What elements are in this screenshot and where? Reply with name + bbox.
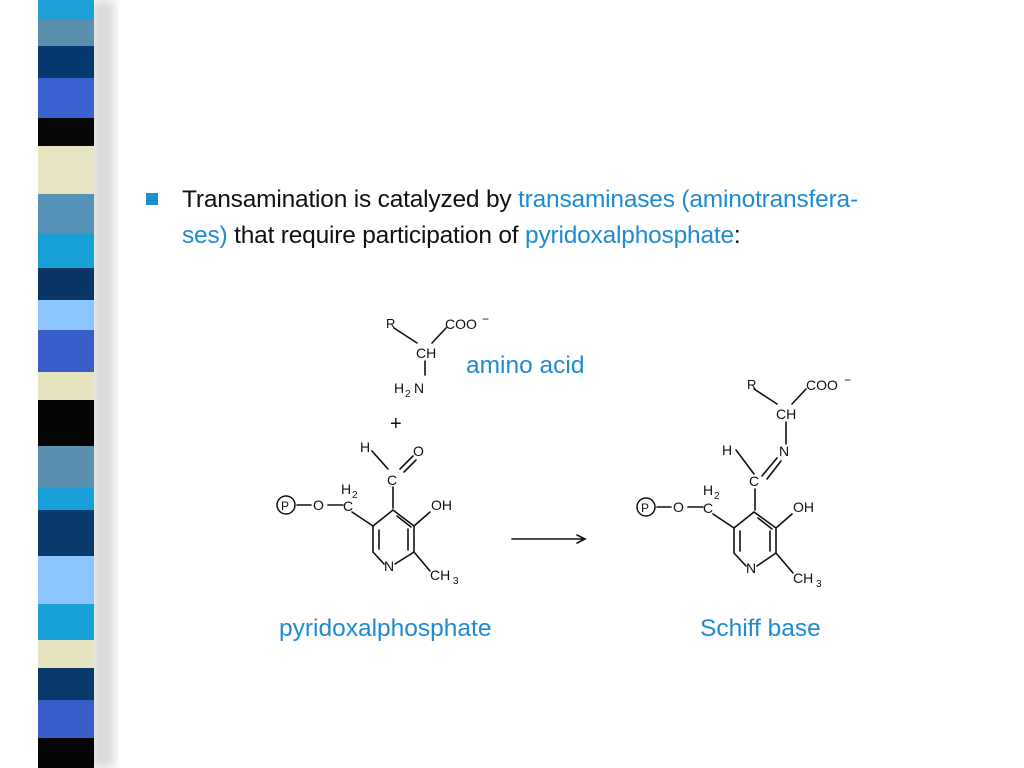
sb-n-imine: N bbox=[779, 443, 789, 459]
label-pyridoxalphosphate: pyridoxalphosphate bbox=[279, 615, 492, 642]
bullet-square-icon bbox=[146, 193, 158, 205]
sb-coo: COO bbox=[806, 377, 838, 393]
stripe-segments bbox=[38, 0, 94, 768]
label-amino-acid: amino acid bbox=[466, 352, 585, 379]
aa-charge: − bbox=[482, 312, 489, 326]
aa-n: N bbox=[414, 380, 424, 396]
sb-phosphate-circle bbox=[636, 497, 656, 517]
sentence-part-1: Transamination is catalyzed by bbox=[182, 186, 519, 213]
sb-c: C bbox=[749, 473, 759, 489]
label-schiff-base: Schiff base bbox=[700, 615, 821, 642]
sb-ch3: CH bbox=[793, 570, 813, 586]
aa-coo: COO bbox=[445, 316, 477, 332]
plp-oh: OH bbox=[431, 497, 452, 513]
aa-ch: CH bbox=[416, 345, 436, 361]
sb-c-link: C bbox=[703, 500, 713, 516]
sb-h2: H bbox=[703, 482, 713, 498]
sb-h2-sub: 2 bbox=[714, 491, 720, 502]
sentence-part-2: that require participation of bbox=[227, 222, 526, 249]
decorative-stripe-bar bbox=[38, 0, 114, 768]
plp-h: H bbox=[360, 439, 370, 455]
sb-o-link: O bbox=[673, 499, 684, 515]
plp-n: N bbox=[384, 558, 394, 574]
sb-ch: CH bbox=[776, 406, 796, 422]
sb-ch3-sub: 3 bbox=[816, 579, 822, 590]
plus-sign: + bbox=[390, 413, 402, 435]
plp-h2-sub: 2 bbox=[352, 490, 358, 501]
plp-p: P bbox=[281, 499, 289, 513]
aa-r: R bbox=[386, 316, 395, 331]
plp-o: O bbox=[413, 443, 424, 459]
sb-r: R bbox=[747, 377, 756, 392]
sb-p: P bbox=[641, 501, 649, 515]
bullet-text: Transamination is catalyzed by transamin… bbox=[182, 182, 992, 254]
aa-sub2: 2 bbox=[405, 389, 411, 400]
plp-c: C bbox=[387, 472, 397, 488]
term-transaminases: transaminases (aminotransfera- ses) bbox=[182, 186, 858, 249]
sentence-part-3: : bbox=[733, 222, 741, 249]
sb-oh: OH bbox=[793, 499, 814, 515]
aa-h: H bbox=[394, 380, 404, 396]
sb-h: H bbox=[722, 442, 732, 458]
plp-ch3: CH bbox=[430, 567, 450, 583]
plp-h2: H bbox=[341, 481, 351, 497]
sb-n: N bbox=[746, 560, 756, 576]
term-pyridoxalphosphate: pyridoxalphosphate bbox=[525, 222, 734, 249]
plp-c-link: C bbox=[343, 498, 353, 514]
sb-charge: − bbox=[844, 373, 851, 387]
plp-o-link: O bbox=[313, 497, 324, 513]
plp-phosphate-circle bbox=[276, 495, 296, 515]
plp-ch3-sub: 3 bbox=[453, 576, 459, 587]
